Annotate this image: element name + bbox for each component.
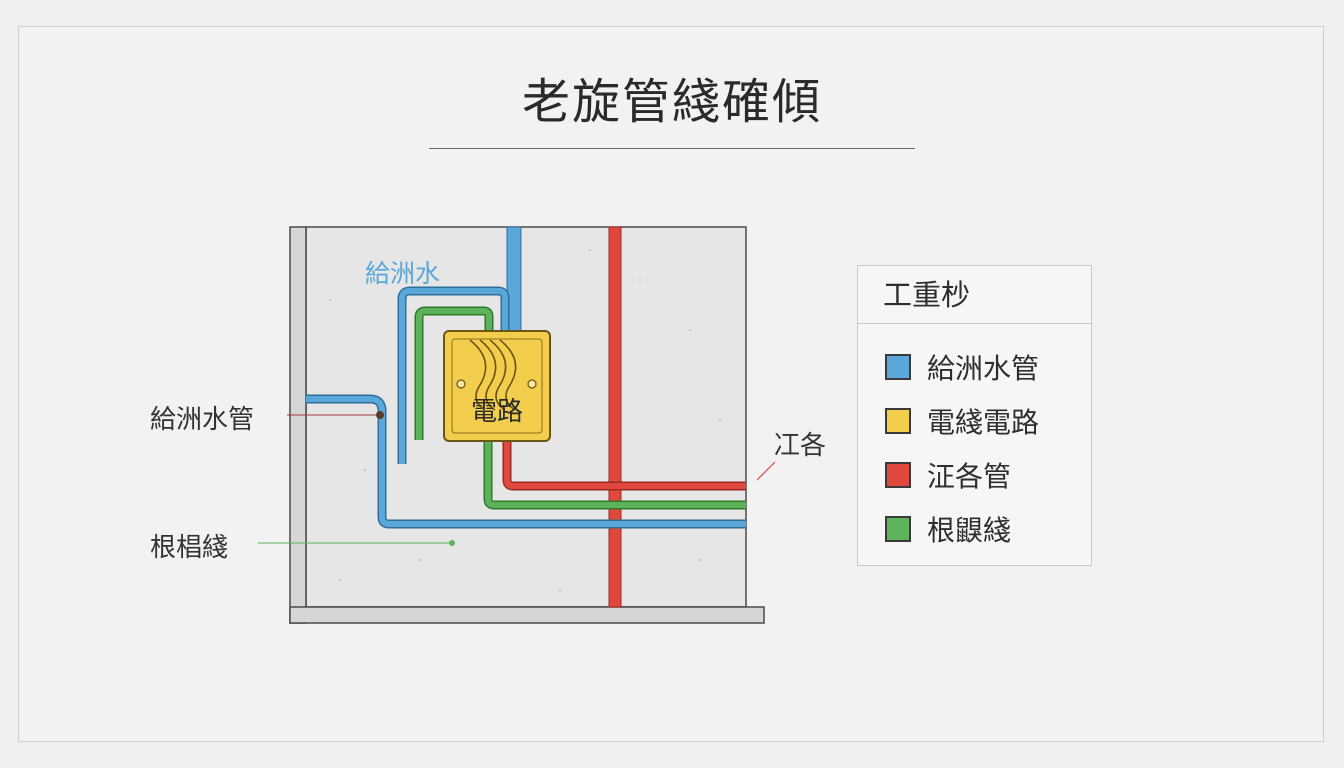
left-wall-edge — [289, 226, 307, 624]
legend: 工重杪 給洲水管 電綫電路 泟各管 根鼳綫 — [857, 265, 1092, 566]
junction-box-label: 電路 — [471, 397, 523, 427]
title-divider — [429, 148, 915, 149]
legend-label: 根鼳綫 — [927, 514, 1012, 547]
red-pipe-vertical — [608, 226, 622, 608]
junction-box — [443, 330, 551, 442]
legend-label: 電綫電路 — [927, 406, 1040, 439]
blue-pipe-label: 給洲水 — [365, 259, 440, 288]
legend-label: 泟各管 — [927, 460, 1012, 493]
leader-drain — [756, 461, 776, 481]
legend-item-electric: 電綫電路 — [858, 394, 1091, 448]
legend-list: 給洲水管 電綫電路 泟各管 根鼳綫 — [858, 324, 1091, 556]
callout-cable: 根椙綫 — [150, 533, 229, 563]
concrete-texture — [329, 249, 721, 591]
legend-item-drain: 泟各管 — [858, 448, 1091, 502]
legend-label: 給洲水管 — [927, 352, 1040, 385]
legend-swatch-yellow — [885, 408, 911, 434]
legend-item-cable: 根鼳綫 — [858, 502, 1091, 556]
page-title: 老旋管綫確傾 — [521, 74, 822, 130]
callout-water-pipe: 給洲水管 — [150, 405, 255, 435]
wire-bundle — [469, 339, 517, 411]
floor-slab — [289, 606, 765, 624]
legend-title: 工重杪 — [858, 266, 1091, 324]
legend-item-water: 給洲水管 — [858, 340, 1091, 394]
legend-swatch-red — [885, 462, 911, 488]
callout-drain: 冮各 — [774, 431, 827, 461]
legend-swatch-blue — [885, 354, 911, 380]
legend-swatch-green — [885, 516, 911, 542]
